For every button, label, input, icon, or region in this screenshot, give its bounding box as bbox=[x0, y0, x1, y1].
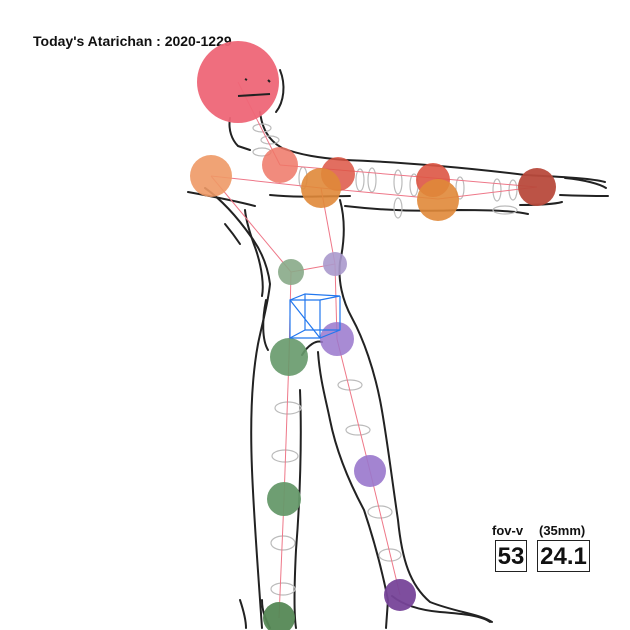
right-foot-joint[interactable] bbox=[263, 602, 295, 630]
left-shoulder-joint[interactable] bbox=[262, 147, 298, 183]
fov-v-label: fov-v bbox=[492, 523, 524, 538]
pelvis-gizmo-icon[interactable] bbox=[289, 293, 341, 339]
right-shoulder-joint[interactable] bbox=[190, 155, 232, 197]
skeleton-bones bbox=[210, 81, 538, 619]
joints[interactable] bbox=[190, 41, 556, 630]
left-thigh-joint[interactable] bbox=[320, 322, 354, 356]
focal-length-label: (35mm) bbox=[539, 523, 586, 538]
right-knee-joint[interactable] bbox=[267, 482, 301, 516]
head-joint[interactable] bbox=[197, 41, 279, 123]
right-thigh-joint[interactable] bbox=[270, 338, 308, 376]
right-upper-arm-joint[interactable] bbox=[301, 168, 341, 208]
left-hip-joint[interactable] bbox=[323, 252, 347, 276]
face-marks bbox=[237, 78, 271, 97]
rotation-rings bbox=[252, 123, 518, 596]
left-foot-joint[interactable] bbox=[384, 579, 416, 611]
page-title: Today's Atarichan : 2020-1229 bbox=[33, 33, 232, 49]
focal-length-value[interactable]: 24.1 bbox=[537, 540, 590, 572]
left-hand-joint[interactable] bbox=[518, 168, 556, 206]
right-hip-joint[interactable] bbox=[278, 259, 304, 285]
right-elbow-joint[interactable] bbox=[417, 179, 459, 221]
left-knee-joint[interactable] bbox=[354, 455, 386, 487]
fov-v-value[interactable]: 53 bbox=[495, 540, 527, 572]
